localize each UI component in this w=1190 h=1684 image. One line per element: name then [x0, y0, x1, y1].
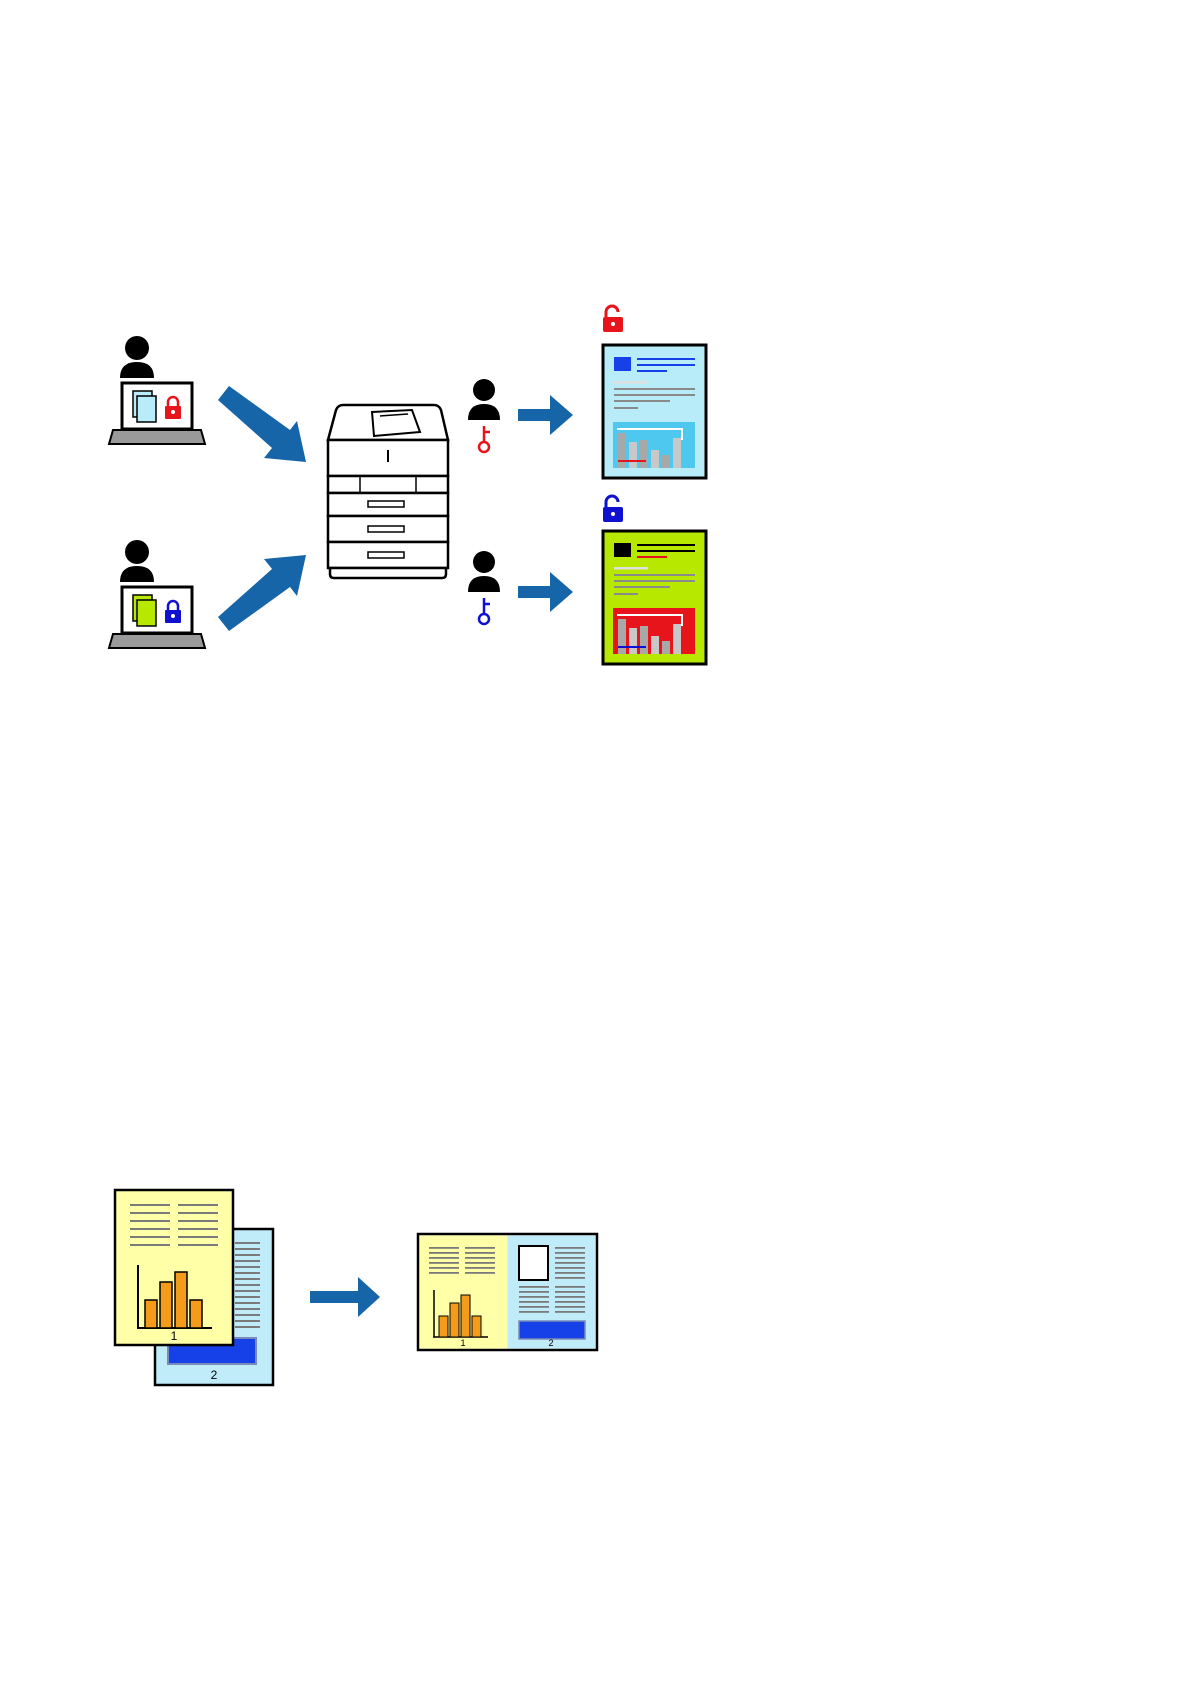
- document-icon: [133, 391, 156, 422]
- page-number: 1: [460, 1338, 465, 1348]
- receiver-top: [468, 379, 500, 452]
- person-icon: [120, 540, 154, 582]
- arrow-icon: [310, 1277, 380, 1317]
- laptop-icon: [109, 383, 205, 444]
- arrow-icon: [218, 386, 306, 462]
- output-sheet: 1 2: [418, 1234, 597, 1350]
- sender-bottom: [109, 540, 205, 648]
- receiver-bottom: [468, 551, 500, 624]
- document-icon: [603, 345, 706, 478]
- page-number: 1: [171, 1329, 178, 1343]
- arrow-icon: [218, 555, 306, 631]
- key-icon: [479, 598, 490, 624]
- printer-icon: [328, 405, 448, 578]
- source-page-1: 1: [115, 1190, 233, 1345]
- person-icon: [468, 379, 500, 420]
- page-number: 2: [211, 1368, 218, 1382]
- open-padlock-icon: [603, 496, 623, 522]
- open-padlock-icon: [603, 306, 623, 332]
- sender-top: [109, 336, 205, 444]
- laptop-icon: [109, 587, 205, 648]
- key-icon: [479, 426, 490, 452]
- arrow-icon: [518, 572, 573, 612]
- document-icon: [133, 595, 156, 626]
- person-icon: [468, 551, 500, 592]
- confidential-print-diagram: [0, 300, 720, 680]
- document-icon: [603, 531, 706, 664]
- arrow-icon: [518, 395, 573, 435]
- page-number: 2: [548, 1338, 553, 1348]
- person-icon: [120, 336, 154, 378]
- two-up-print-diagram: 2 1: [0, 1170, 620, 1390]
